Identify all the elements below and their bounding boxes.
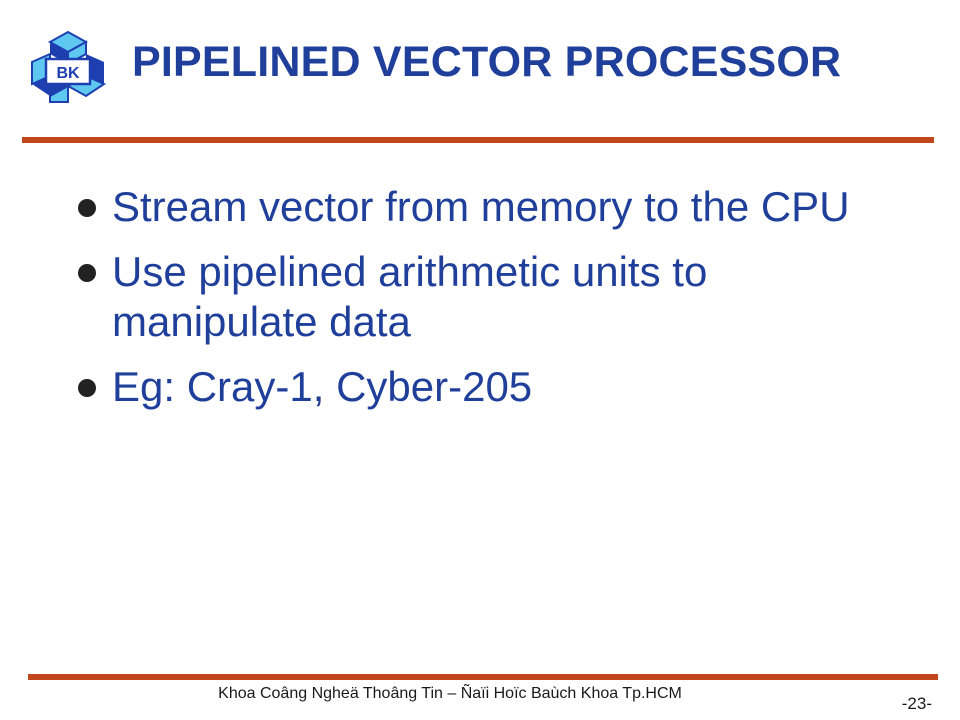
bullet-text: Stream vector from memory to the CPU [112, 183, 850, 230]
bk-logo: BK [28, 30, 108, 105]
bullet-item: Stream vector from memory to the CPU [74, 182, 894, 232]
bk-logo-graphic: BK [31, 30, 107, 103]
bullet-item: Eg: Cray-1, Cyber-205 [74, 362, 894, 412]
bullet-dot-icon [78, 264, 96, 282]
page-number: -23- [901, 694, 932, 713]
bullet-list: Stream vector from memory to the CPU Use… [74, 182, 894, 427]
bullet-text: Use pipelined arithmetic units to manipu… [112, 248, 708, 345]
footer-divider [28, 674, 938, 680]
bk-logo-text: BK [56, 65, 80, 82]
footer-text: Khoa Coâng Ngheä Thoâng Tin – Ñaïi Hoïc … [218, 685, 682, 702]
title-divider [22, 137, 934, 143]
bullet-dot-icon [78, 379, 96, 397]
bullet-item: Use pipelined arithmetic units to manipu… [74, 247, 894, 347]
bullet-text: Eg: Cray-1, Cyber-205 [112, 363, 533, 410]
slide-title: PIPELINED VECTOR PROCESSOR [132, 38, 842, 86]
bullet-dot-icon [78, 199, 96, 217]
